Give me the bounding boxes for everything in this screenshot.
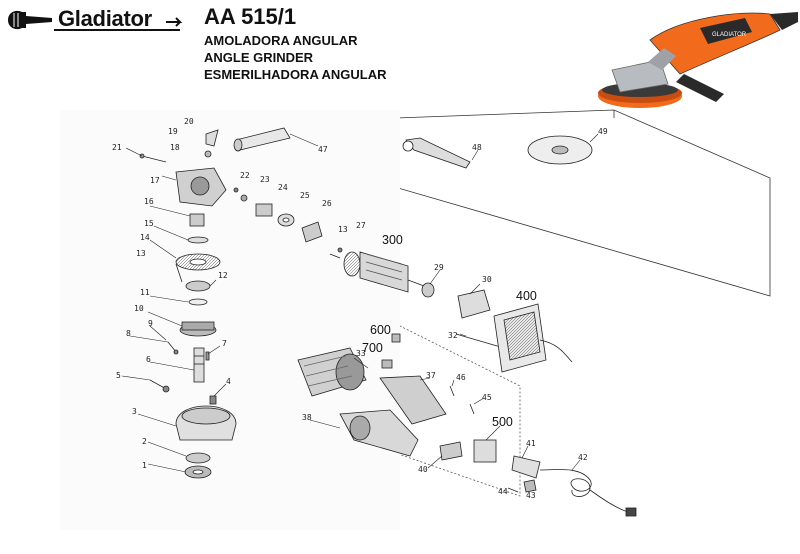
product-photo: GLADIATOR bbox=[598, 12, 798, 108]
part-label-38: 38 bbox=[302, 413, 312, 422]
part-label-20: 20 bbox=[184, 117, 194, 126]
part-label-11: 11 bbox=[140, 288, 150, 297]
part-label-10: 10 bbox=[134, 304, 144, 313]
part-label-27: 27 bbox=[356, 221, 366, 230]
part-label-13a: 13 bbox=[136, 249, 146, 258]
part-label-49: 49 bbox=[598, 127, 608, 136]
part-label-5: 5 bbox=[116, 371, 121, 380]
part-label-47: 47 bbox=[318, 145, 328, 154]
diagram-speckle-background bbox=[60, 110, 400, 530]
part-label-37: 37 bbox=[426, 371, 436, 380]
part-label-6: 6 bbox=[146, 355, 151, 364]
part-label-42: 42 bbox=[578, 453, 588, 462]
part-label-8: 8 bbox=[126, 329, 131, 338]
part-label-26: 26 bbox=[322, 199, 332, 208]
brand-logo bbox=[8, 10, 183, 31]
part-label-9: 9 bbox=[148, 319, 153, 328]
part-label-4: 4 bbox=[226, 377, 231, 386]
svg-text:GLADIATOR: GLADIATOR bbox=[712, 32, 747, 38]
part-label-30: 30 bbox=[482, 275, 492, 284]
part-label-3: 3 bbox=[132, 407, 137, 416]
part-label-7: 7 bbox=[222, 339, 227, 348]
accessories-box bbox=[395, 109, 771, 297]
part-label-18: 18 bbox=[170, 143, 180, 152]
part-label-29: 29 bbox=[434, 263, 444, 272]
part-label-44: 44 bbox=[498, 487, 508, 496]
part-label-14: 14 bbox=[140, 233, 150, 242]
part-label-2: 2 bbox=[142, 437, 147, 446]
part-label-600: 600 bbox=[370, 323, 391, 337]
part-label-15: 15 bbox=[144, 219, 154, 228]
part-label-1: 1 bbox=[142, 461, 147, 470]
description-pt: ESMERILHADORA ANGULAR bbox=[204, 67, 387, 82]
part-label-22: 22 bbox=[240, 171, 250, 180]
part-label-32: 32 bbox=[448, 331, 458, 340]
part-label-33: 33 bbox=[356, 349, 366, 358]
part-label-48: 48 bbox=[472, 143, 482, 152]
part-label-300: 300 bbox=[382, 233, 403, 247]
part-graphics bbox=[139, 127, 637, 517]
part-label-16: 16 bbox=[144, 197, 154, 206]
part-label-40: 40 bbox=[418, 465, 428, 474]
part-label-19: 19 bbox=[168, 127, 178, 136]
model-number: AA 515/1 bbox=[204, 4, 297, 29]
description-es: AMOLADORA ANGULAR bbox=[204, 33, 358, 48]
description-en: ANGLE GRINDER bbox=[204, 50, 314, 65]
part-label-12: 12 bbox=[218, 271, 228, 280]
part-label-13b: 13 bbox=[338, 225, 348, 234]
part-label-41: 41 bbox=[526, 439, 536, 448]
part-label-46: 46 bbox=[456, 373, 466, 382]
part-label-700: 700 bbox=[362, 341, 383, 355]
part-label-25: 25 bbox=[300, 191, 310, 200]
part-label-23: 23 bbox=[260, 175, 270, 184]
brand-name: Gladiator bbox=[58, 6, 152, 31]
leader-lines bbox=[121, 133, 599, 473]
part-label-45: 45 bbox=[482, 393, 492, 402]
part-label-24: 24 bbox=[278, 183, 288, 192]
part-label-500: 500 bbox=[492, 415, 513, 429]
part-label-17: 17 bbox=[150, 176, 160, 185]
part-label-43: 43 bbox=[526, 491, 536, 500]
part-label-21: 21 bbox=[112, 143, 122, 152]
part-labels: 1 2 3 4 5 6 7 8 9 10 11 12 13 14 15 16 1… bbox=[112, 117, 608, 500]
part-label-400: 400 bbox=[516, 289, 537, 303]
